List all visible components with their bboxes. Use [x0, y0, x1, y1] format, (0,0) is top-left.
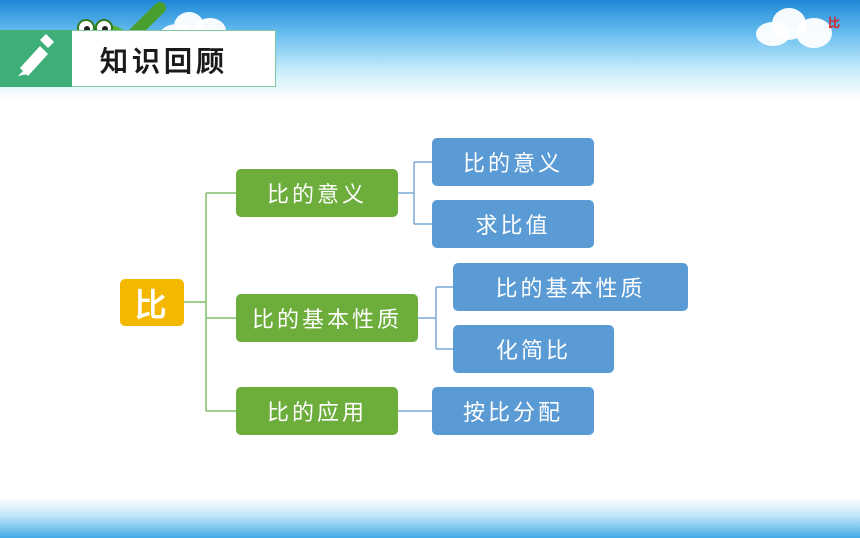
corner-label: 比	[828, 16, 841, 30]
branch-node-application: 比的应用	[236, 387, 398, 435]
leaf-node-meaning: 比的意义	[432, 138, 594, 186]
footer-background	[0, 498, 860, 538]
branch-node-basic-property: 比的基本性质	[236, 294, 418, 342]
page-title: 知识回顾	[100, 45, 229, 78]
title-icon-box	[0, 30, 72, 87]
leaf-node-proportional-distribution: 按比分配	[432, 387, 594, 435]
leaf-node-basic-property: 比的基本性质	[453, 263, 688, 311]
pencil-icon	[18, 34, 54, 76]
leaf-node-simplify-ratio: 化简比	[453, 325, 614, 373]
leaf-node-ratio-value: 求比值	[432, 200, 594, 248]
branch-node-meaning: 比的意义	[236, 169, 398, 217]
mindmap-root: 比	[120, 279, 184, 326]
